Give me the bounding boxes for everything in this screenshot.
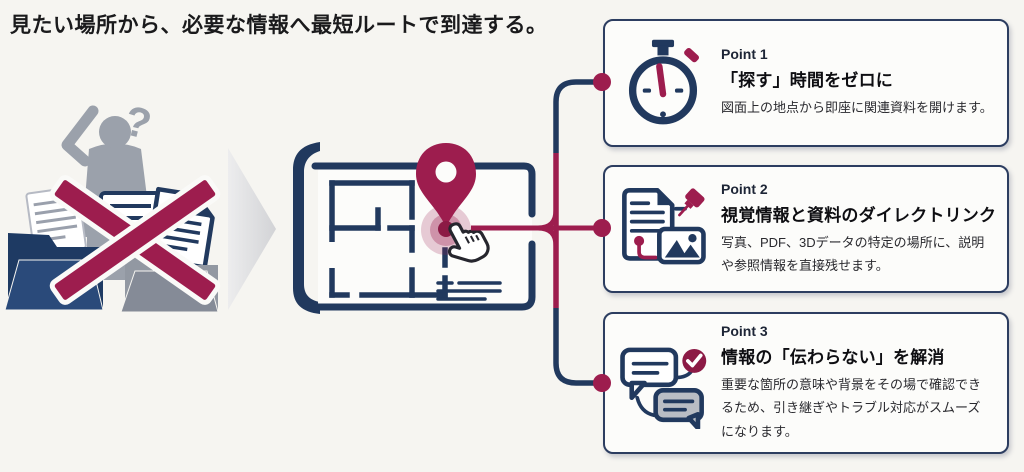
point-description: 重要な箇所の意味や背景をその場で確認でき るため、引き継ぎやトラブル対応がスムー… — [721, 376, 982, 439]
question-mark-icon: ? — [120, 96, 156, 148]
point-title: 「探す」時間をゼロに — [721, 71, 893, 91]
point-label: Point 1 — [721, 46, 768, 63]
point-card-2: Point 2 視覚情報と資料のダイレクトリンク 写真、PDF、3Dデータの特定… — [603, 165, 1009, 293]
map-notes — [436, 281, 502, 301]
point-title: 情報の「伝わらない」を解消 — [721, 347, 945, 367]
confused-person-illustration: ? — [5, 96, 221, 313]
point-description: 写真、PDF、3Dデータの特定の場所に、説明 や参照情報を直接残せます。 — [721, 234, 985, 273]
point-label: Point 3 — [721, 322, 768, 339]
chat-bubbles-check-icon — [605, 337, 721, 429]
stopwatch-icon — [605, 37, 721, 129]
blueprint-map-illustration — [293, 142, 536, 314]
point-description: 図面上の地点から即座に関連資料を開けます。 — [721, 100, 993, 116]
door-gap — [328, 242, 336, 268]
map-page — [318, 164, 532, 310]
page-title: 見たい場所から、必要な情報へ最短ルートで到達する。 — [10, 14, 548, 37]
hand-cursor-icon — [447, 222, 490, 263]
document-pin-image-icon — [605, 183, 721, 275]
point-title: 視覚情報と資料のダイレクトリンク — [721, 205, 997, 225]
x-mark-icon — [49, 175, 221, 305]
point-label: Point 2 — [721, 180, 768, 197]
point-card-3: Point 3 情報の「伝わらない」を解消 重要な箇所の意味や背景をその場で確認… — [603, 312, 1009, 454]
chevron-right-icon — [228, 148, 276, 310]
map-roll-edge — [293, 142, 320, 314]
floor-plan — [329, 180, 448, 298]
point-card-1: Point 1 「探す」時間をゼロに 図面上の地点から即座に関連資料を開けます。 — [603, 19, 1009, 147]
pushpin-icon — [678, 188, 705, 217]
